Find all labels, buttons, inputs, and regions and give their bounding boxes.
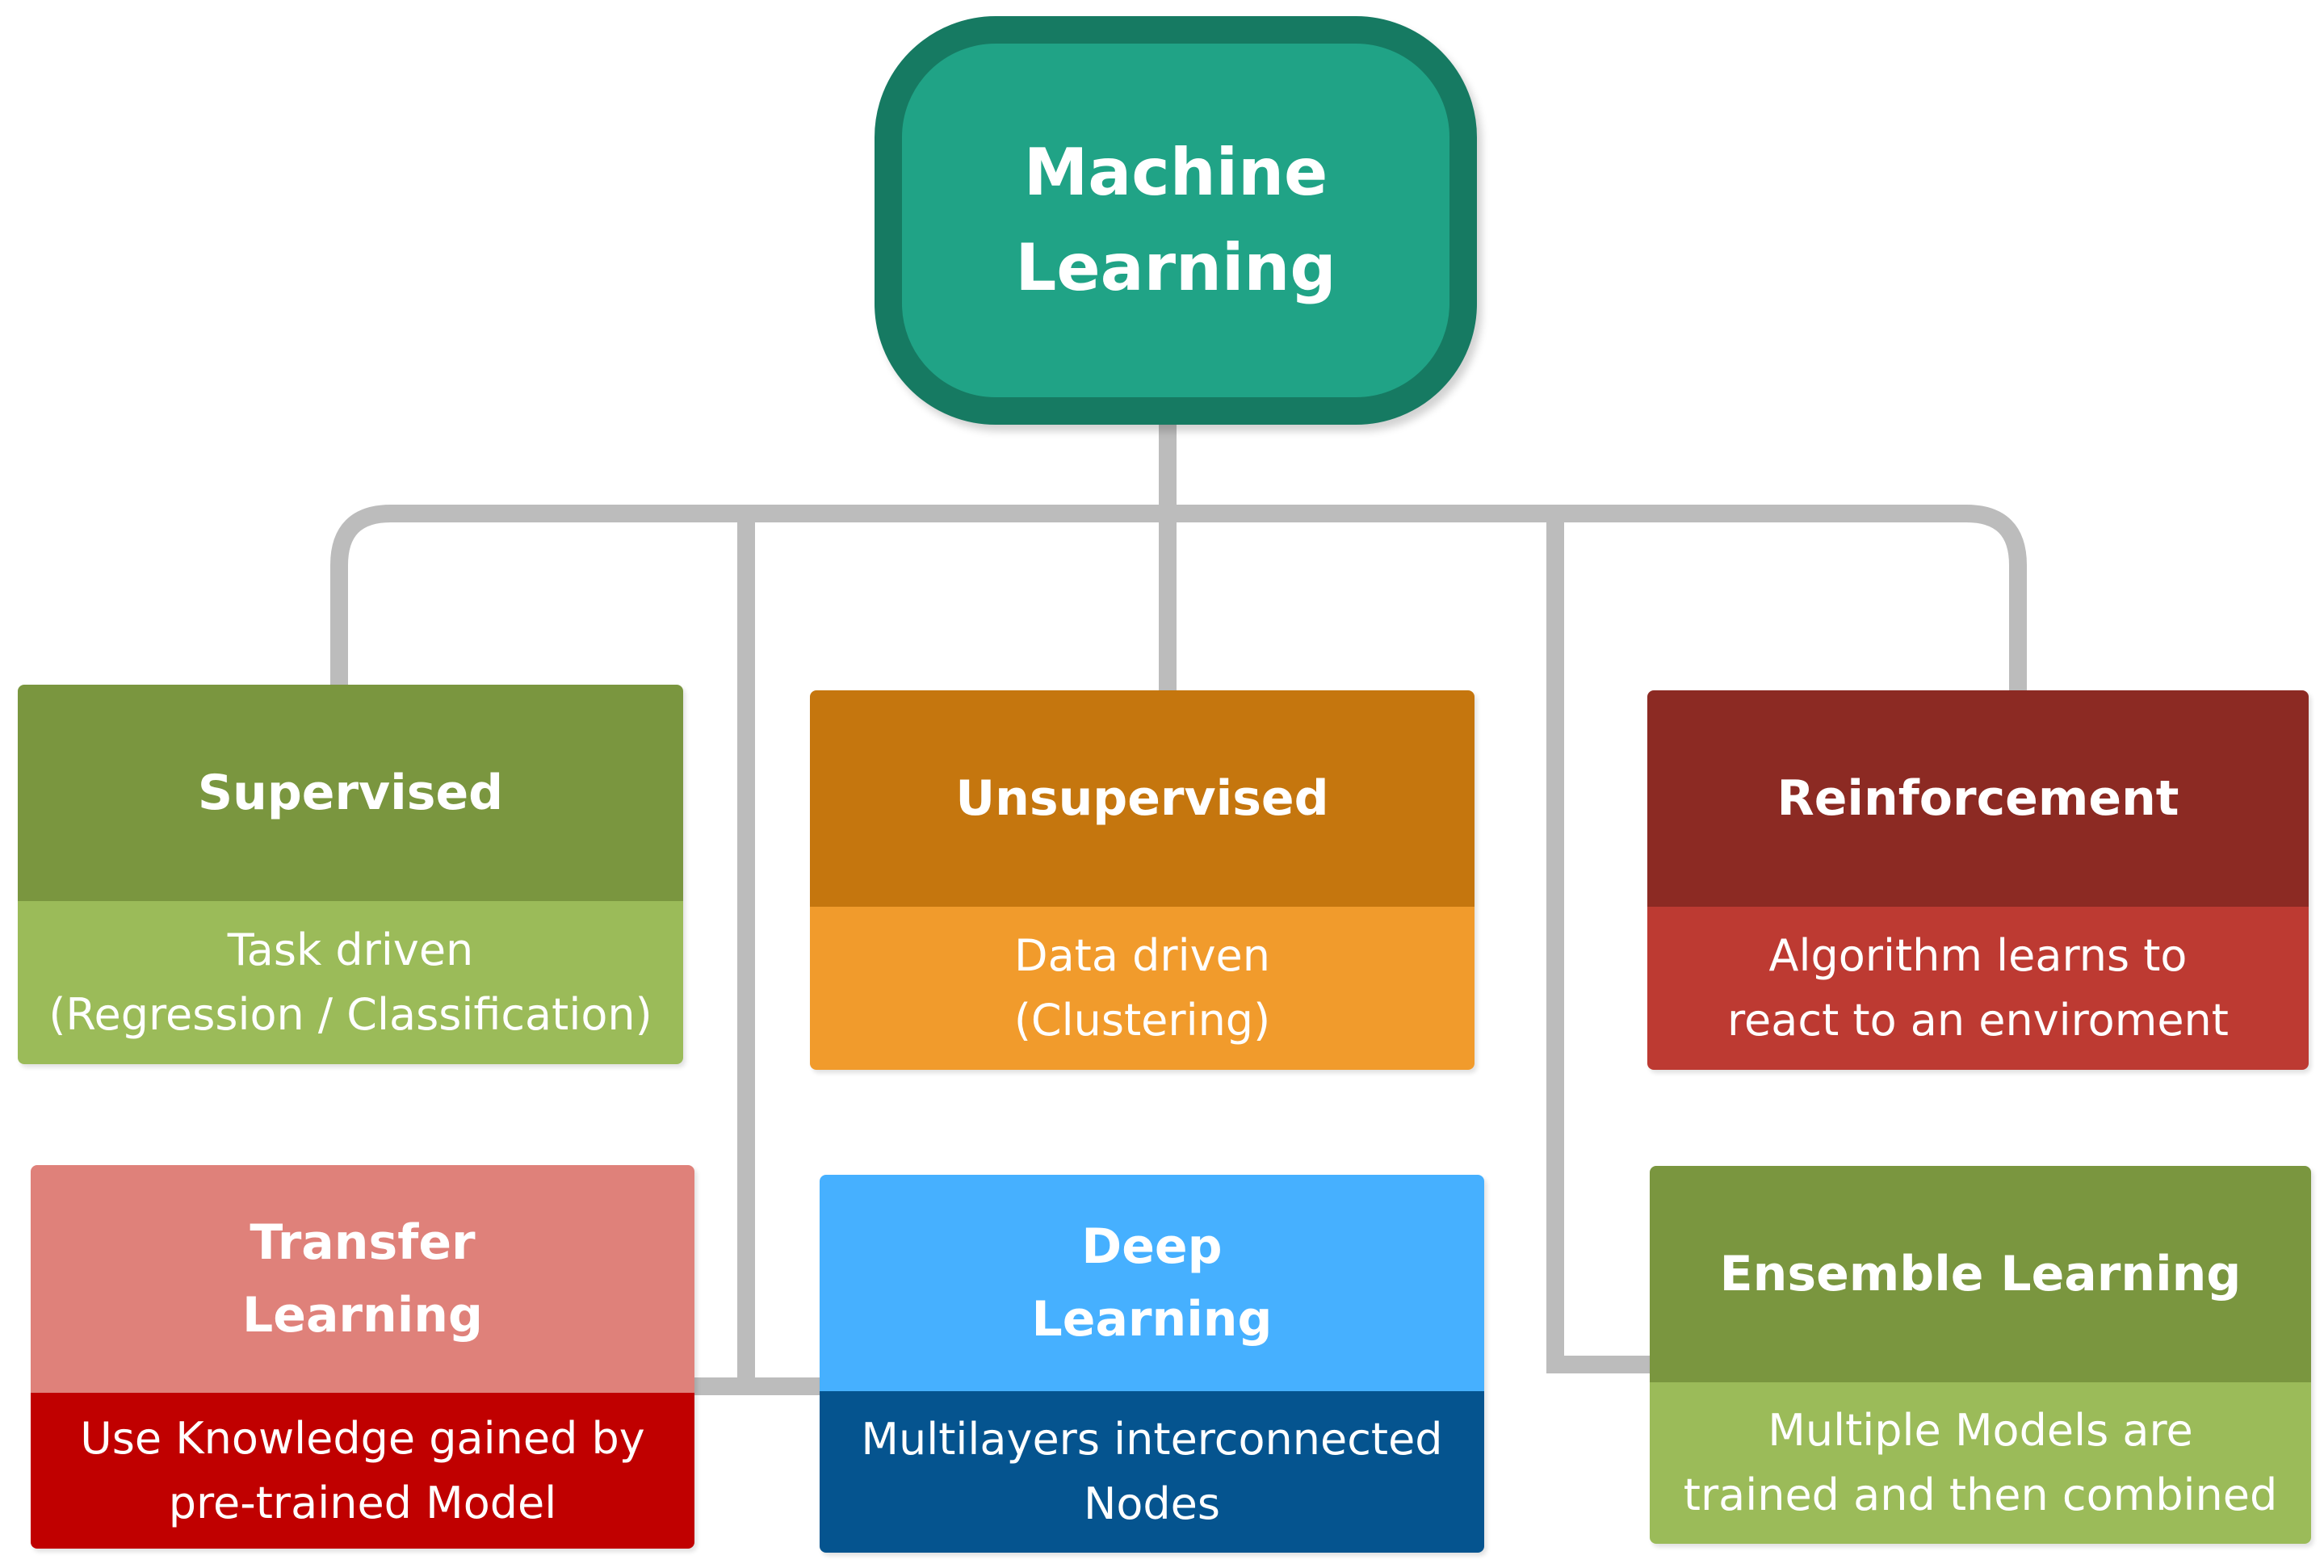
category-card-reinforcement: Reinforcement Algorithm learns to react …: [1647, 690, 2309, 1070]
category-description-reinforcement: Algorithm learns to react to an envirome…: [1647, 907, 2309, 1070]
category-title-supervised: Supervised: [18, 685, 683, 901]
connector-right-inner: [1546, 514, 1651, 1373]
connector-top-bar: [330, 505, 2027, 690]
category-description-deep-learning: Multilayers interconnected Nodes: [820, 1391, 1484, 1553]
category-card-transfer-learning: Transfer Learning Use Knowledge gained b…: [31, 1165, 694, 1549]
category-title-reinforcement: Reinforcement: [1647, 690, 2309, 907]
root-node-title: Machine Learning: [1015, 135, 1336, 305]
category-title-transfer-learning: Transfer Learning: [31, 1165, 694, 1393]
category-description-ensemble-learning: Multiple Models are trained and then com…: [1650, 1382, 2311, 1544]
category-card-supervised: Supervised Task driven (Regression / Cla…: [18, 685, 683, 1064]
category-description-supervised: Task driven (Regression / Classification…: [18, 901, 683, 1064]
category-card-ensemble-learning: Ensemble Learning Multiple Models are tr…: [1650, 1166, 2311, 1544]
category-title-deep-learning: Deep Learning: [820, 1175, 1484, 1391]
category-title-ensemble-learning: Ensemble Learning: [1650, 1166, 2311, 1382]
root-node-machine-learning: Machine Learning: [875, 16, 1477, 425]
category-card-unsupervised: Unsupervised Data driven (Clustering): [810, 690, 1475, 1070]
category-card-deep-learning: Deep Learning Multilayers interconnected…: [820, 1175, 1484, 1553]
category-description-transfer-learning: Use Knowledge gained by pre-trained Mode…: [31, 1393, 694, 1549]
category-description-unsupervised: Data driven (Clustering): [810, 907, 1475, 1070]
category-title-unsupervised: Unsupervised: [810, 690, 1475, 907]
